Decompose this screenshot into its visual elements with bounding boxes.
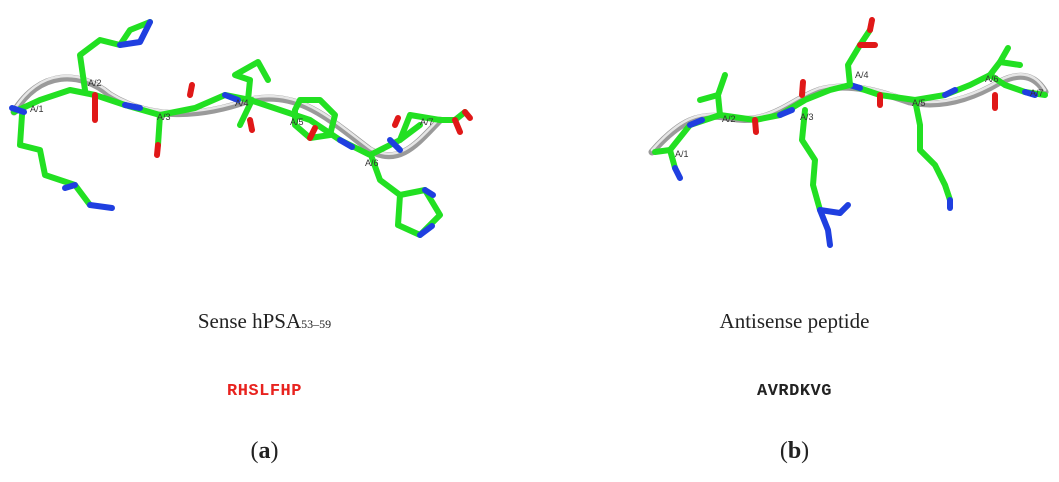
sidechain-val xyxy=(697,72,728,118)
residue-label-6: A/6 xyxy=(985,74,999,84)
residue-label-2: A/2 xyxy=(88,78,102,88)
residue-label-4: A/4 xyxy=(855,70,869,80)
sidechain-val-2 xyxy=(987,45,1023,78)
residue-label-6: A/6 xyxy=(365,158,379,168)
sidechain-arg xyxy=(799,107,851,248)
sense-peptide-structure: A/1 A/2 A/3 A/4 A/5 A/6 A/7 xyxy=(9,19,473,238)
sidechain-lys xyxy=(912,97,953,211)
sidechain-phe xyxy=(292,97,338,141)
panel-b-sequence: AVRDKVG xyxy=(757,382,832,401)
residue-label-5: A/5 xyxy=(290,117,304,127)
panel-b-title: Antisense peptide xyxy=(719,309,870,333)
backbone-sticks xyxy=(667,72,1048,153)
backbone-ribbon-highlight xyxy=(12,74,442,155)
sidechain-leu xyxy=(232,59,271,128)
backbone-ribbon xyxy=(10,74,444,160)
antisense-peptide-structure: A/1 A/2 A/3 A/4 A/5 A/6 A/7 xyxy=(648,17,1049,248)
residue-label-1: A/1 xyxy=(30,104,44,114)
residue-label-3: A/3 xyxy=(800,112,814,122)
residue-label-5: A/5 xyxy=(912,98,926,108)
backbone-sticks xyxy=(11,82,423,158)
residue-label-1: A/1 xyxy=(675,149,689,159)
panel-b: A/1 A/2 A/3 A/4 A/5 A/6 A/7 Antisense pe… xyxy=(530,0,1059,482)
sidechain-his-bottom xyxy=(369,155,443,238)
residue-label-7: A/7 xyxy=(1030,88,1044,98)
sidechain-his-top xyxy=(77,19,153,93)
panel-a: A/1 A/2 A/3 A/4 A/5 A/6 A/7 Sense hPSA53… xyxy=(0,0,529,482)
sidechain-pro xyxy=(387,109,473,153)
panel-a-sequence: RHSLFHP xyxy=(227,382,302,401)
residue-label-2: A/2 xyxy=(722,114,736,124)
sidechain-ser xyxy=(154,112,163,158)
sidechain-ala xyxy=(652,147,683,181)
panel-a-title: Sense hPSA53–59 xyxy=(197,309,332,333)
residue-label-4: A/4 xyxy=(235,98,249,108)
sidechain-asp xyxy=(845,17,878,88)
panel-a-label: (a) xyxy=(250,438,279,464)
sidechain-arg xyxy=(9,105,115,211)
residue-label-7: A/7 xyxy=(420,117,434,127)
panel-b-label: (b) xyxy=(779,438,810,464)
residue-label-3: A/3 xyxy=(157,112,171,122)
